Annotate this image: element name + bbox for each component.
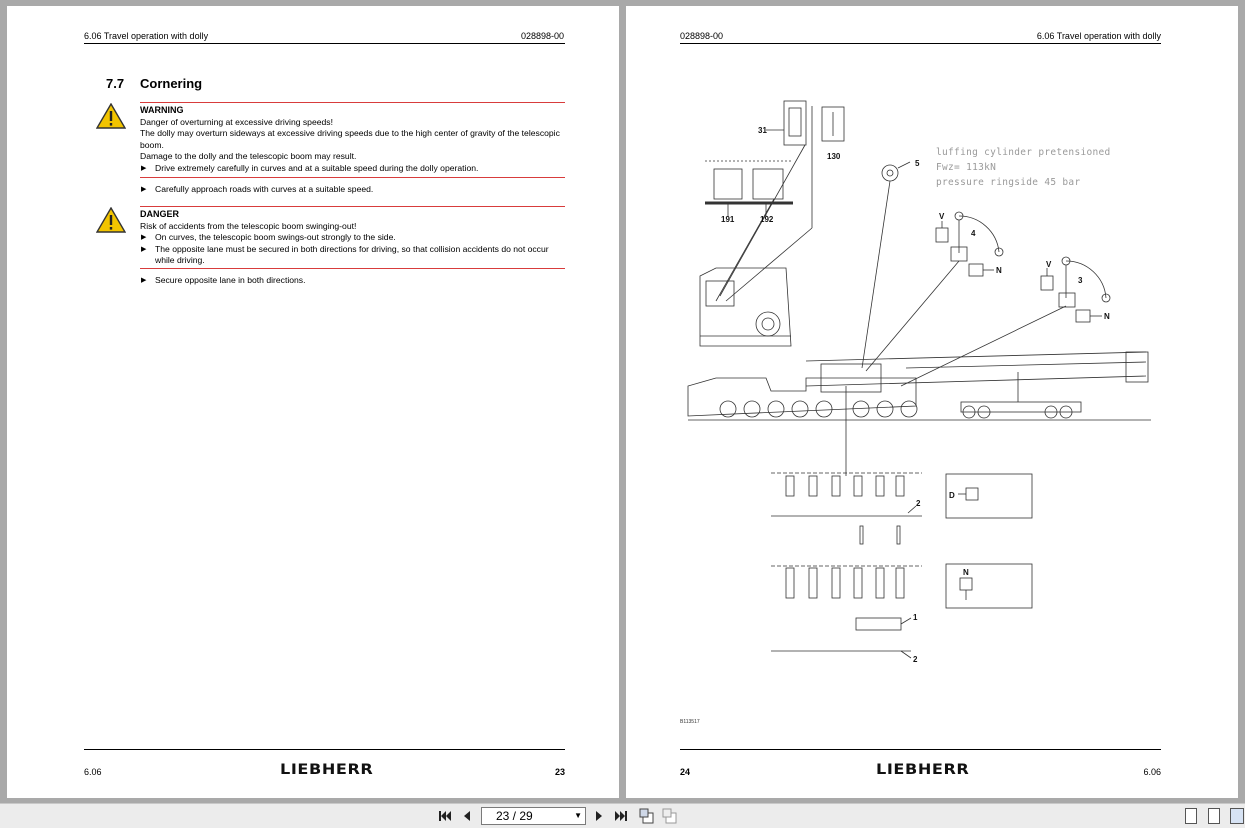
step-item: Secure opposite lane in both directions. xyxy=(140,275,565,287)
callout-4: 4 xyxy=(971,229,976,238)
danger-block: DANGER Risk of accidents from the telesc… xyxy=(140,209,565,267)
previous-page-icon[interactable] xyxy=(459,808,475,824)
header-rule xyxy=(680,43,1161,44)
header-right: 028898-00 xyxy=(520,31,564,41)
callout-2: 2 xyxy=(916,499,921,508)
last-page-icon[interactable] xyxy=(613,808,629,824)
section-title-text: Cornering xyxy=(140,76,203,91)
warning-title: WARNING xyxy=(140,105,184,115)
page-number: 24 xyxy=(680,767,691,777)
chevron-down-icon[interactable]: ▼ xyxy=(574,811,582,820)
callout-n: N xyxy=(996,266,1002,275)
diagram-note: luffing cylinder pretensioned xyxy=(936,147,1111,158)
header-right: 6.06 Travel operation with dolly xyxy=(1036,31,1161,41)
step-text: Carefully approach roads with curves at … xyxy=(140,184,565,196)
diagram-note: pressure ringside 45 bar xyxy=(936,177,1081,188)
footer-right: 6.06 xyxy=(1143,767,1161,777)
callout-v: V xyxy=(939,212,945,221)
diagram-note: Fwz= 113kN xyxy=(936,162,997,173)
callout-31: 31 xyxy=(758,126,767,135)
page-number: 23 xyxy=(554,767,565,777)
callout-v: V xyxy=(1046,260,1052,269)
header-rule xyxy=(84,43,565,44)
danger-bullet: The opposite lane must be secured in bot… xyxy=(140,244,565,267)
danger-triangle-icon xyxy=(96,207,126,233)
navigation-toolbar: 23 / 29 ▼ xyxy=(0,803,1245,828)
footer-rule xyxy=(680,749,1161,750)
fit-icon[interactable] xyxy=(662,808,678,824)
callout-191: 191 xyxy=(721,215,735,224)
crane-dolly-diagram: 31 130 5 191 192 4 3 V V N N 2 1 2 D N xyxy=(687,100,1151,664)
warning-top-rule xyxy=(140,102,565,103)
callout-3: 3 xyxy=(1078,276,1083,285)
warning-line: Danger of overturning at excessive drivi… xyxy=(140,116,333,127)
step-item: Carefully approach roads with curves at … xyxy=(140,184,565,196)
header-left: 028898-00 xyxy=(680,31,724,41)
footer-left: 6.06 xyxy=(84,767,102,777)
liebherr-logo: LIEBHERR xyxy=(280,762,374,778)
page-right: 028898-00 6.06 Travel operation with dol… xyxy=(626,6,1238,798)
danger-line: Risk of accidents from the telescopic bo… xyxy=(140,220,357,231)
danger-title: DANGER xyxy=(140,209,180,219)
section-title: 7.7 Cornering xyxy=(106,76,202,91)
callout-d: D xyxy=(949,491,955,500)
step-text: Secure opposite lane in both directions. xyxy=(140,275,565,287)
page-indicator-text: 23 / 29 xyxy=(496,809,533,823)
continuous-view-icon[interactable] xyxy=(1208,808,1220,824)
first-page-icon[interactable] xyxy=(437,808,453,824)
next-page-icon[interactable] xyxy=(591,808,607,824)
callout-2: 2 xyxy=(913,655,918,664)
two-page-view-icon[interactable] xyxy=(1230,808,1244,824)
section-number: 7.7 xyxy=(106,76,125,91)
callout-n: N xyxy=(963,568,969,577)
callout-1: 1 xyxy=(913,613,918,622)
warning-line: Damage to the dolly and the telescopic b… xyxy=(140,151,357,161)
danger-bullet: On curves, the telescopic boom swings-ou… xyxy=(140,232,565,244)
figure-id: B113517 xyxy=(680,719,700,725)
callout-n: N xyxy=(1104,312,1110,321)
footer-rule xyxy=(84,749,565,750)
header-left: 6.06 Travel operation with dolly xyxy=(84,31,209,41)
liebherr-logo: LIEBHERR xyxy=(876,762,970,778)
page-left: 6.06 Travel operation with dolly 028898-… xyxy=(7,6,619,798)
warning-bullet: Drive extremely carefully in curves and … xyxy=(140,163,565,175)
warning-triangle-icon xyxy=(96,103,126,129)
rotate-icon[interactable] xyxy=(639,808,655,824)
danger-top-rule xyxy=(140,206,565,207)
page-number-input[interactable]: 23 / 29 ▼ xyxy=(481,807,586,825)
warning-bottom-rule xyxy=(140,177,565,178)
single-page-view-icon[interactable] xyxy=(1185,808,1197,824)
warning-block: WARNING Danger of overturning at excessi… xyxy=(140,105,565,174)
callout-5: 5 xyxy=(915,159,920,168)
warning-line: The dolly may overturn sideways at exces… xyxy=(140,128,560,150)
callout-192: 192 xyxy=(760,215,774,224)
callout-130: 130 xyxy=(827,152,841,161)
danger-bottom-rule xyxy=(140,268,565,269)
